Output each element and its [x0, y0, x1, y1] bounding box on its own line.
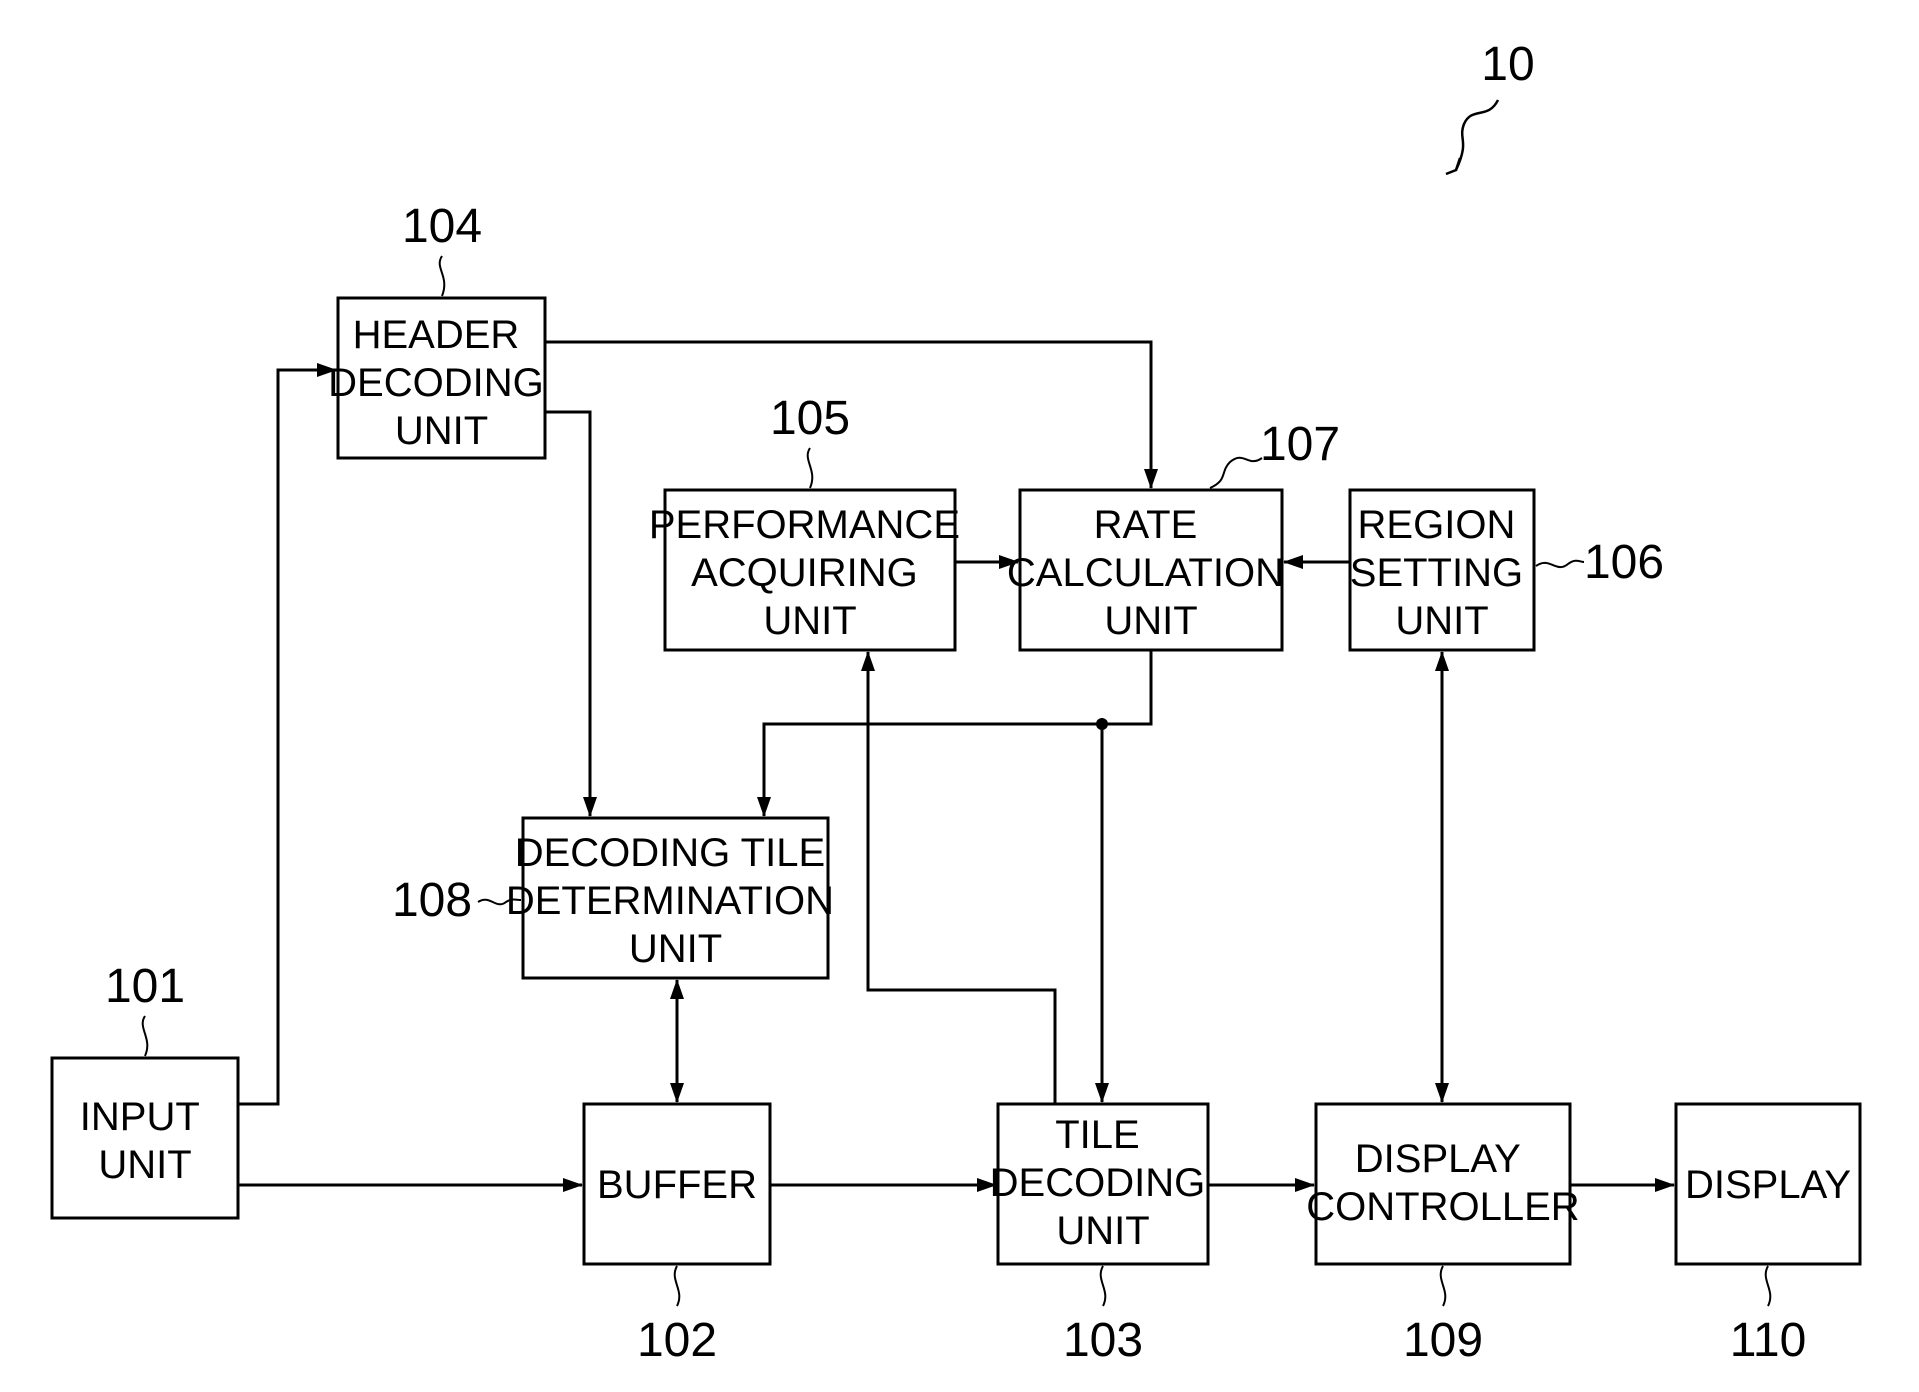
- decoding-tile-determination-unit-line-3: UNIT: [629, 927, 722, 971]
- region-setting-unit-leader: [1536, 561, 1584, 567]
- display-ref: 110: [1730, 1314, 1807, 1367]
- display-label: DISPLAY: [1685, 1163, 1851, 1207]
- buffer-label: BUFFER: [597, 1163, 757, 1207]
- display-controller-ref: 109: [1403, 1314, 1483, 1367]
- tile-decoding-unit-line-1: TILE: [1055, 1113, 1139, 1157]
- figure-ref: 10: [1446, 38, 1535, 174]
- arrow-rate-to-tile-determination: [764, 650, 1151, 816]
- buffer: BUFFER 102: [584, 1104, 770, 1367]
- tile-decoding-unit-line-2: DECODING: [990, 1161, 1206, 1205]
- performance-acquiring-unit-line-2: ACQUIRING: [691, 551, 918, 595]
- arrow-tile-decoding-to-performance: [868, 652, 1055, 1104]
- buffer-line-1: BUFFER: [597, 1163, 757, 1207]
- region-setting-unit-line-1: REGION: [1358, 503, 1516, 547]
- arrow-header-to-tile-determination: [545, 412, 590, 816]
- display-controller-line-2: CONTROLLER: [1306, 1185, 1579, 1229]
- decoding-tile-determination-unit: DECODING TILE DETERMINATION UNIT 108: [392, 818, 845, 978]
- region-setting-unit: REGION SETTING UNIT 106: [1350, 490, 1664, 650]
- display-line-1: DISPLAY: [1685, 1163, 1851, 1207]
- performance-acquiring-unit-leader: [808, 448, 813, 488]
- connectors: [238, 342, 1674, 1185]
- region-setting-unit-line-3: UNIT: [1395, 599, 1488, 643]
- rate-calculation-unit-line-3: UNIT: [1104, 599, 1197, 643]
- header-decoding-unit-line-3: UNIT: [395, 409, 488, 453]
- header-decoding-unit-ref: 104: [402, 200, 482, 253]
- rate-calculation-unit-ref: 107: [1260, 418, 1340, 471]
- region-setting-unit-line-2: SETTING: [1350, 551, 1523, 595]
- input-unit-line-2: UNIT: [98, 1143, 191, 1187]
- decoding-tile-determination-unit-line-2: DETERMINATION: [506, 879, 834, 923]
- tile-decoding-unit-ref: 103: [1063, 1314, 1143, 1367]
- decoding-tile-determination-unit-line-1: DECODING TILE: [515, 831, 825, 875]
- display-controller-leader: [1441, 1266, 1446, 1306]
- header-decoding-unit: HEADER DECODING UNIT 104: [328, 200, 555, 458]
- input-unit-ref: 101: [105, 960, 185, 1013]
- input-unit-leader: [143, 1016, 148, 1056]
- figure-ref-arrowhead: [1446, 158, 1460, 174]
- performance-acquiring-unit: PERFORMANCE ACQUIRING UNIT 105: [649, 392, 971, 650]
- tile-decoding-unit: TILE DECODING UNIT 103: [990, 1104, 1217, 1367]
- buffer-ref: 102: [637, 1314, 717, 1367]
- figure-ref-squiggle: [1456, 100, 1498, 170]
- region-setting-unit-ref: 106: [1584, 536, 1664, 589]
- rate-calculation-unit-line-2: CALCULATION: [1007, 551, 1284, 595]
- rate-calculation-unit-line-1: RATE: [1094, 503, 1198, 547]
- display-controller: DISPLAY CONTROLLER 109: [1306, 1104, 1579, 1367]
- arrow-input-to-header-decoding: [238, 370, 336, 1104]
- junction-dot: [1096, 718, 1108, 730]
- decoding-tile-determination-unit-ref: 108: [392, 874, 472, 927]
- rate-calculation-unit: RATE CALCULATION UNIT 107: [1007, 418, 1340, 650]
- header-decoding-unit-line-2: DECODING: [328, 361, 544, 405]
- rate-calculation-unit-leader: [1210, 458, 1262, 488]
- performance-acquiring-unit-line-3: UNIT: [763, 599, 856, 643]
- performance-acquiring-unit-line-1: PERFORMANCE: [649, 503, 960, 547]
- display: DISPLAY 110: [1676, 1104, 1860, 1367]
- buffer-leader: [675, 1266, 680, 1306]
- figure-ref-label: 10: [1481, 38, 1534, 91]
- display-leader: [1766, 1266, 1771, 1306]
- header-decoding-unit-leader: [440, 256, 445, 296]
- input-unit: INPUT UNIT 101: [52, 960, 238, 1218]
- tile-decoding-unit-leader: [1101, 1266, 1106, 1306]
- display-controller-box: [1316, 1104, 1570, 1264]
- performance-acquiring-unit-ref: 105: [770, 392, 850, 445]
- header-decoding-unit-line-1: HEADER: [353, 313, 520, 357]
- input-unit-line-1: INPUT: [80, 1095, 200, 1139]
- tile-decoding-unit-line-3: UNIT: [1056, 1209, 1149, 1253]
- display-controller-line-1: DISPLAY: [1355, 1137, 1520, 1181]
